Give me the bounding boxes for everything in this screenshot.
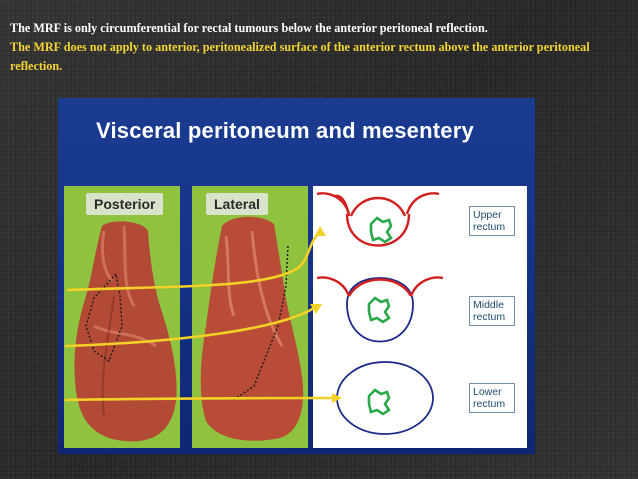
cross-section-diagram bbox=[316, 192, 444, 435]
lateral-label: Lateral bbox=[206, 193, 268, 215]
caption-line-1: The MRF is only circumferential for rect… bbox=[10, 21, 488, 35]
level-box-upper: Upper rectum bbox=[469, 206, 515, 236]
caption-line-3: anterior peritoneal reflection. bbox=[10, 40, 590, 73]
arrow-middle bbox=[64, 306, 316, 348]
arrow-lower bbox=[64, 396, 336, 402]
arrowhead-middle bbox=[310, 304, 322, 314]
arrowhead-lower bbox=[332, 393, 342, 403]
level-lower-line2: rectum bbox=[473, 398, 506, 410]
upper-rectum-section bbox=[316, 192, 440, 247]
embedded-slide: Visceral peritoneum and mesentery Poster… bbox=[58, 98, 535, 454]
middle-rectum-section bbox=[316, 276, 444, 343]
cross-section-panel: Upper rectum Middle rectum Lower rectum bbox=[313, 186, 527, 448]
level-arrows bbox=[64, 226, 342, 403]
level-upper-line1: Upper bbox=[473, 209, 502, 221]
arrow-upper bbox=[66, 230, 322, 292]
caption-line-2: The MRF does not apply to anterior, peri… bbox=[10, 40, 489, 54]
level-middle-line2: rectum bbox=[473, 311, 506, 323]
arrowhead-upper bbox=[315, 226, 326, 236]
caption: The MRF is only circumferential for rect… bbox=[10, 19, 630, 76]
lateral-panel: Lateral bbox=[192, 186, 308, 448]
level-upper-line2: rectum bbox=[473, 221, 506, 233]
level-lower-line1: Lower bbox=[473, 386, 502, 398]
level-middle-line1: Middle bbox=[473, 299, 504, 311]
posterior-label: Posterior bbox=[86, 193, 164, 215]
slide-title: Visceral peritoneum and mesentery bbox=[96, 118, 474, 143]
level-box-middle: Middle rectum bbox=[469, 296, 515, 326]
level-box-lower: Lower rectum bbox=[469, 383, 515, 413]
posterior-panel: Posterior bbox=[64, 186, 180, 448]
